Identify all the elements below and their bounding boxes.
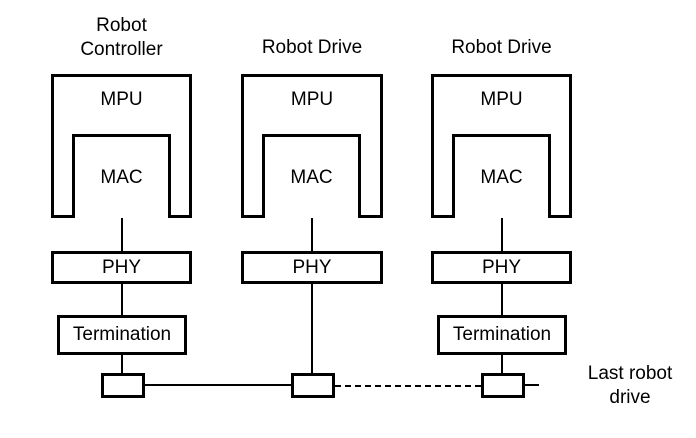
phy-label: PHY bbox=[292, 256, 332, 278]
mac-box-robot-controller: MAC bbox=[72, 134, 171, 218]
phy-box-robot-drive-last: PHY bbox=[431, 251, 572, 284]
column-title-robot-controller: Robot Controller bbox=[80, 15, 163, 60]
wire-phy-to-termination-robot-controller bbox=[121, 284, 123, 315]
bus-stub-right bbox=[525, 384, 539, 386]
bus-segment-dashed bbox=[335, 385, 481, 387]
mac-label: MAC bbox=[290, 166, 333, 188]
phy-label: PHY bbox=[101, 256, 142, 278]
mac-label: MAC bbox=[100, 166, 143, 188]
wire-mpu-to-phy-robot-drive-1 bbox=[311, 218, 313, 251]
mac-box-robot-drive-1: MAC bbox=[262, 134, 361, 218]
termination-box-robot-controller: Termination bbox=[57, 315, 187, 355]
wire-phy-to-termination-robot-drive-last bbox=[501, 284, 503, 315]
wire-termination-to-connector-robot-controller bbox=[121, 355, 123, 373]
bus-segment-solid bbox=[145, 384, 291, 386]
wire-mpu-to-phy-robot-drive-last bbox=[501, 218, 503, 251]
mpu-label: MPU bbox=[290, 89, 334, 110]
bus-connector-robot-drive-last bbox=[481, 373, 525, 398]
termination-box-robot-drive-last: Termination bbox=[437, 315, 567, 355]
phy-label: PHY bbox=[481, 256, 522, 278]
mpu-label: MPU bbox=[100, 89, 143, 110]
mac-label: MAC bbox=[480, 166, 523, 188]
last-robot-drive-note: Last robot drive bbox=[587, 363, 673, 408]
wire-phy-to-connector-robot-drive-1 bbox=[311, 284, 313, 373]
phy-box-robot-controller: PHY bbox=[51, 251, 192, 284]
termination-label: Termination bbox=[72, 324, 172, 345]
wire-mpu-to-phy-robot-controller bbox=[121, 218, 123, 251]
column-title-robot-drive-1: Robot Drive bbox=[261, 37, 363, 58]
bus-connector-robot-drive-1 bbox=[291, 373, 335, 398]
mpu-label: MPU bbox=[480, 89, 523, 110]
mac-box-robot-drive-last: MAC bbox=[452, 134, 551, 218]
termination-label: Termination bbox=[452, 324, 552, 345]
phy-box-robot-drive-1: PHY bbox=[241, 251, 383, 284]
bus-connector-robot-controller bbox=[101, 373, 145, 398]
column-title-robot-drive-last: Robot Drive bbox=[451, 37, 552, 58]
wire-termination-to-connector-robot-drive-last bbox=[501, 355, 503, 373]
